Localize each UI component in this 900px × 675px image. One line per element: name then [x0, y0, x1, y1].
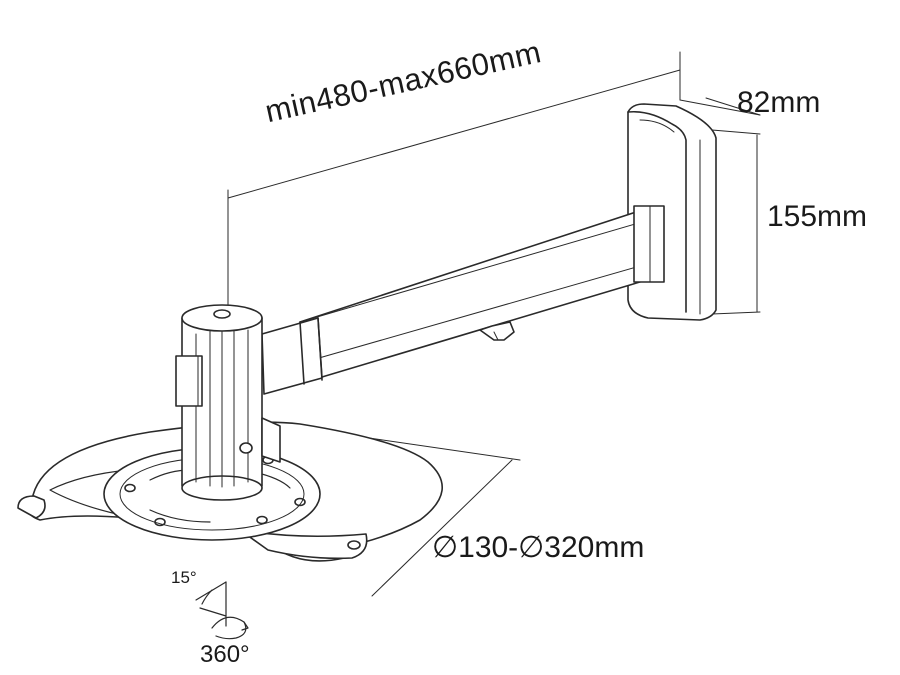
plate-depth-label: 82mm: [737, 86, 821, 119]
plate-diameter-label: ∅130-∅320mm: [432, 531, 645, 564]
dimension-lines: [227, 51, 761, 597]
arm-inner-tube: [261, 317, 515, 395]
rotation-angle-label: 360°: [200, 641, 250, 668]
vertical-column: [175, 304, 281, 501]
tilt-rotation-icon: [195, 581, 249, 640]
arm-outer-tube: [299, 205, 665, 381]
tilt-angle-label: 15°: [171, 568, 197, 587]
plate-height-label: 155mm: [767, 200, 868, 233]
